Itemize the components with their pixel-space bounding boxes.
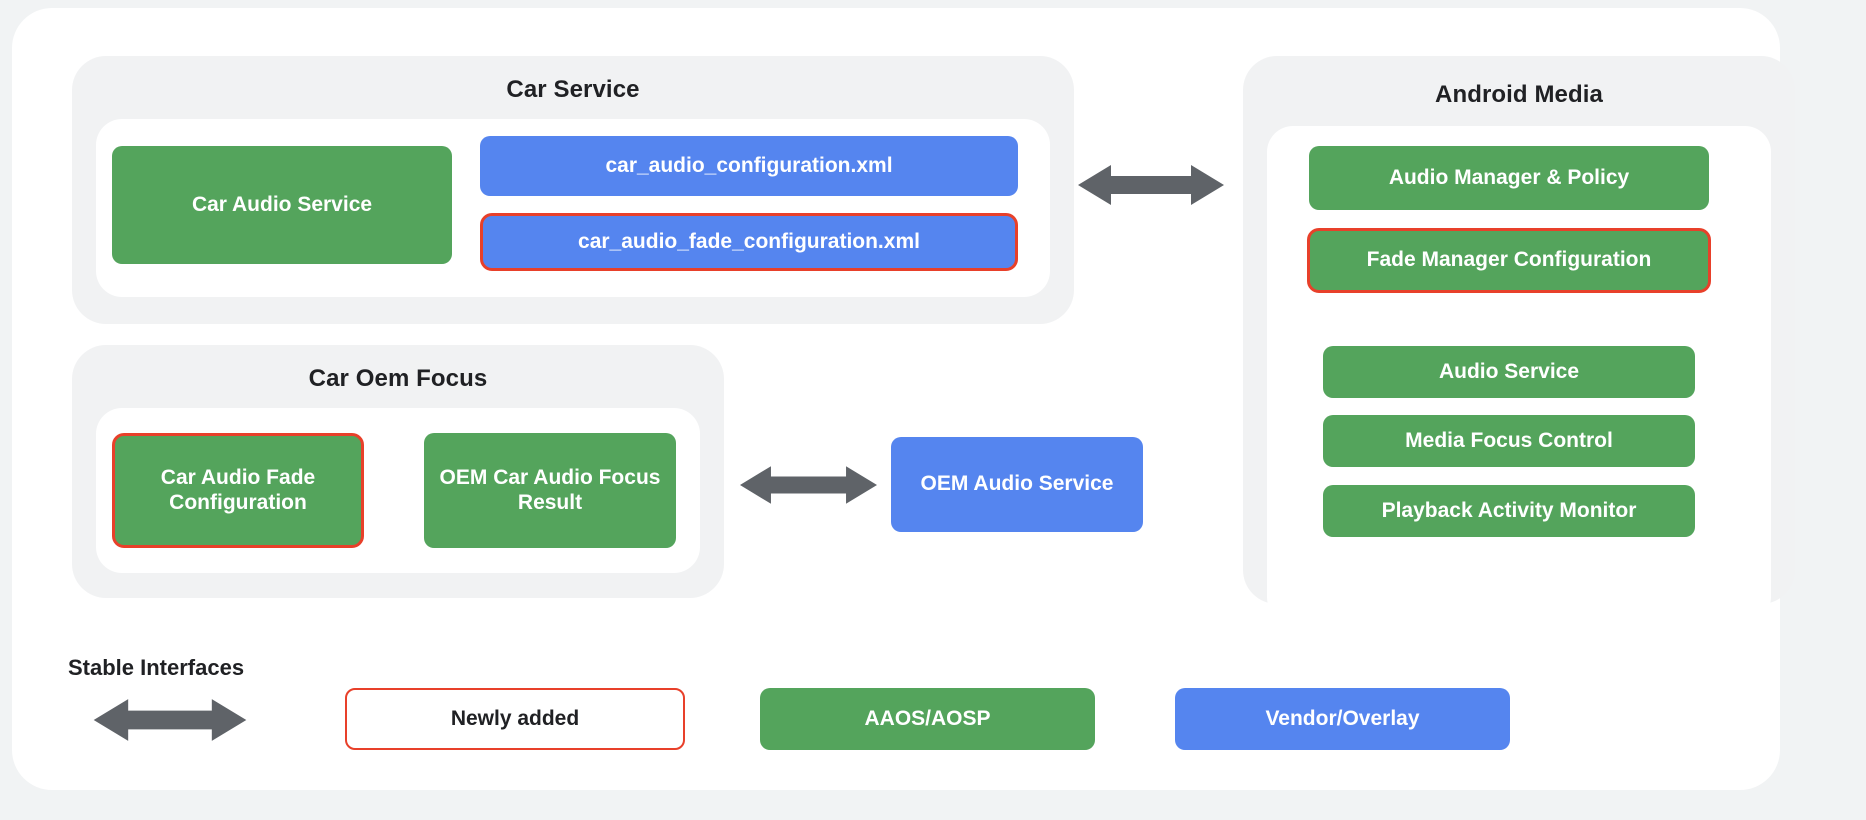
legend-title: Stable Interfaces [68,655,245,680]
box-car-audio-fade-configuration-xml[interactable]: car_audio_fade_configuration.xml [480,213,1018,271]
connector-car-oem-focus-to-oem-audio-service [740,464,877,506]
box-audio-service[interactable]: Audio Service [1323,346,1695,398]
box-oem-audio-service[interactable]: OEM Audio Service [891,437,1143,532]
legend-item-aaos-aosp[interactable]: AAOS/AOSP [760,688,1095,750]
panel-car-oem-focus: Car Oem Focus Car Audio Fade Configurati… [72,345,724,598]
panel-car-service-title: Car Service [506,76,640,103]
legend-item-vendor-overlay[interactable]: Vendor/Overlay [1175,688,1510,750]
box-car-audio-fade-configuration[interactable]: Car Audio Fade Configuration [112,433,364,548]
connector-car-service-to-android-media [1078,163,1224,207]
box-media-focus-control[interactable]: Media Focus Control [1323,415,1695,467]
legend-item-newly-added[interactable]: Newly added [345,688,685,750]
box-fade-manager-configuration[interactable]: Fade Manager Configuration [1307,228,1711,293]
panel-android-media-title: Android Media [1435,81,1603,108]
box-oem-car-audio-focus-result[interactable]: OEM Car Audio Focus Result [424,433,676,548]
box-audio-manager-and-policy[interactable]: Audio Manager & Policy [1309,146,1709,210]
double-arrow-horizontal-icon [93,699,247,741]
legend-arrow [72,697,268,743]
panel-car-service: Car Service Car Audio Service car_audio_… [72,56,1074,324]
box-playback-activity-monitor[interactable]: Playback Activity Monitor [1323,485,1695,537]
double-arrow-horizontal-icon [1078,165,1224,205]
double-arrow-horizontal-icon [740,466,877,504]
panel-android-media: Android Media Audio Manager & Policy Fad… [1243,56,1795,623]
panel-car-oem-focus-title: Car Oem Focus [308,365,488,392]
box-car-audio-configuration-xml[interactable]: car_audio_configuration.xml [480,136,1018,196]
box-car-audio-service[interactable]: Car Audio Service [112,146,452,264]
